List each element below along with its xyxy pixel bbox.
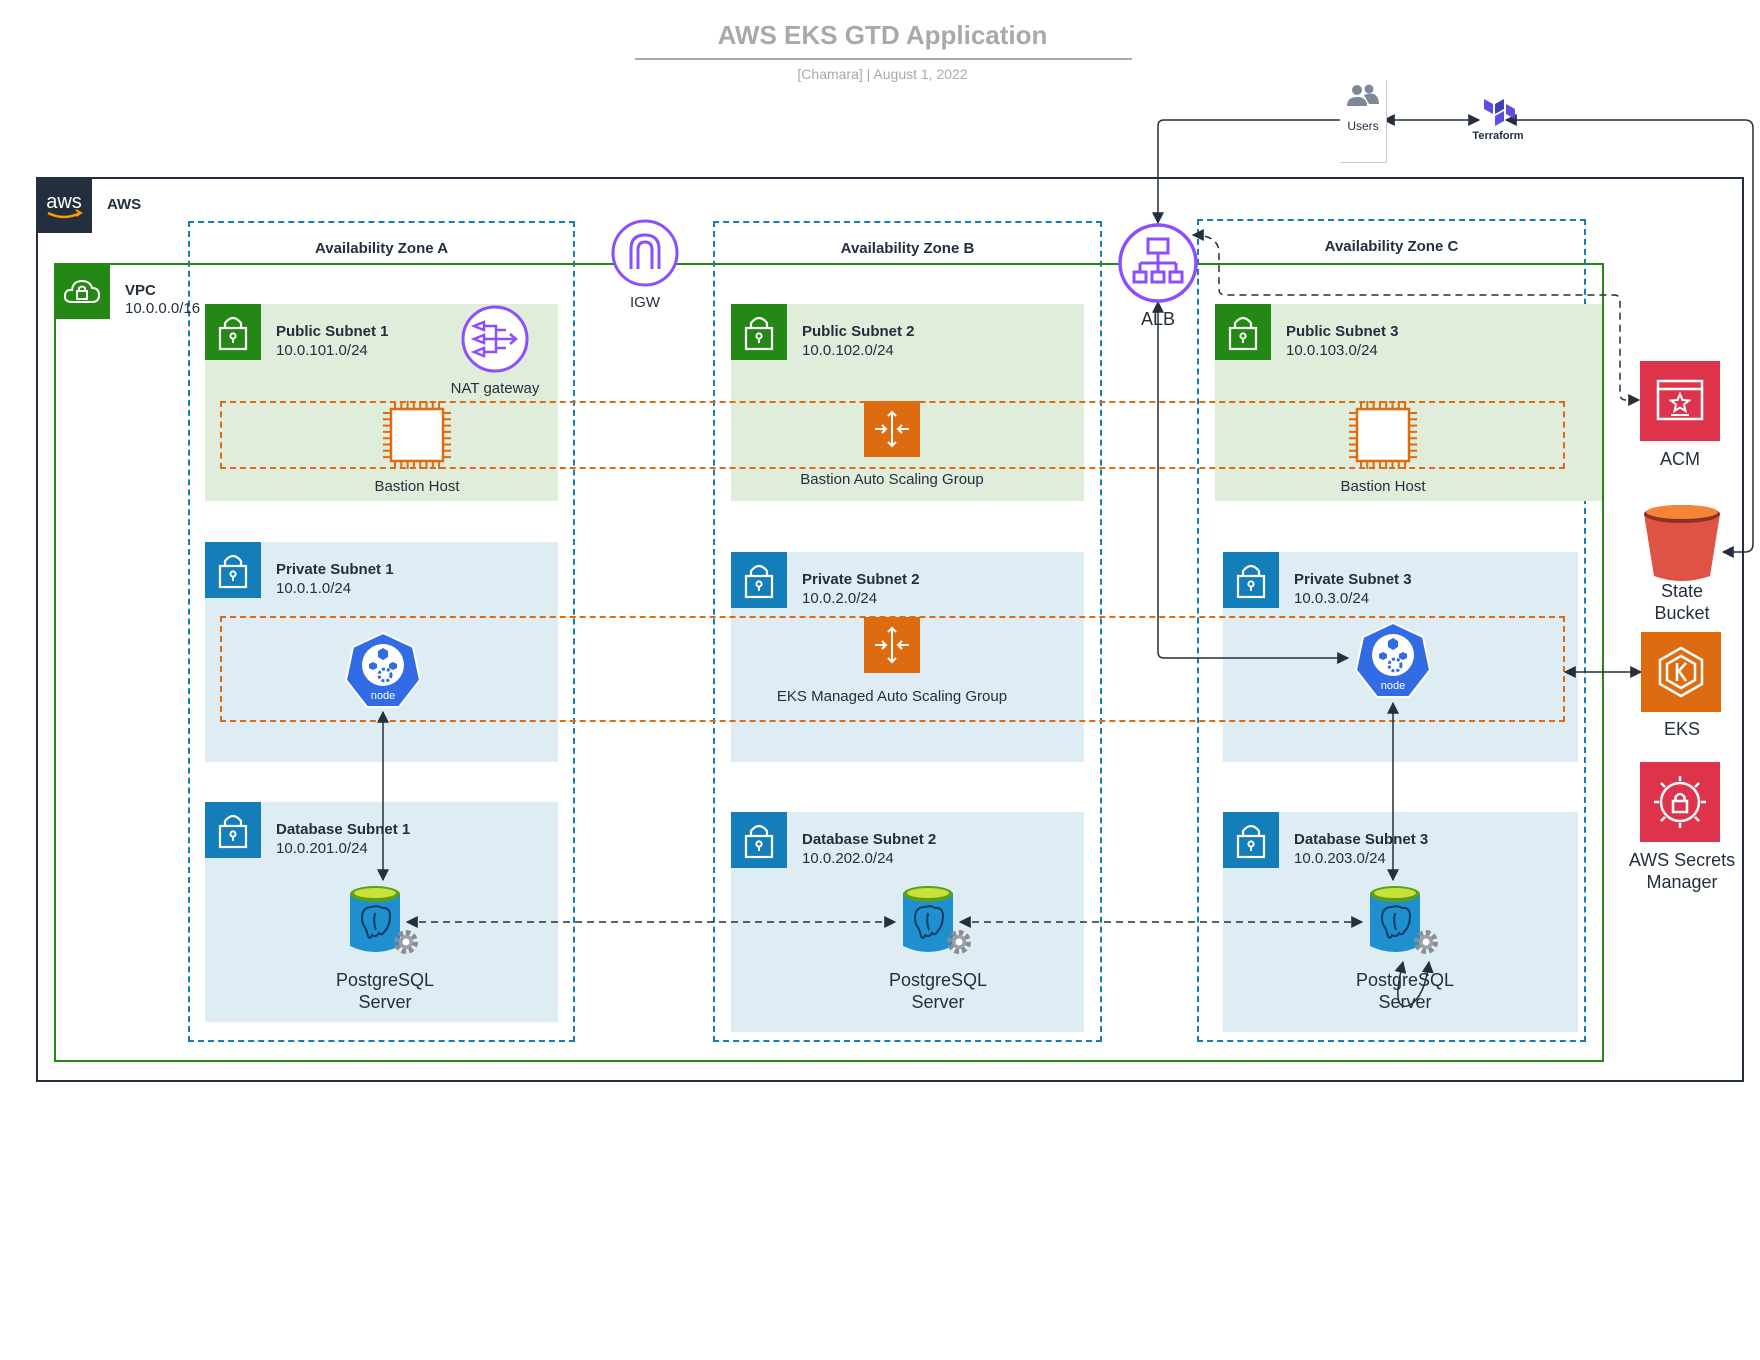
postgresql-server-c-label: PostgreSQL Server — [1335, 969, 1475, 1013]
eks-icon[interactable] — [1641, 632, 1721, 712]
bastion-asg-icon[interactable] — [864, 401, 920, 457]
private-subnet-2-lock-icon — [731, 552, 787, 608]
users-icon — [1347, 84, 1379, 106]
private-subnet-2-name: Private Subnet 2 — [802, 571, 920, 588]
database-subnet-2-lock-icon — [731, 812, 787, 868]
terraform-node[interactable]: Terraform — [1470, 96, 1526, 146]
database-subnet-2-cidr: 10.0.202.0/24 — [802, 850, 894, 867]
availability-zone-b — [713, 221, 1102, 1042]
eks-asg-label: EKS Managed Auto Scaling Group — [776, 688, 1008, 705]
availability-zone-a — [188, 221, 575, 1042]
nat-gateway-label: NAT gateway — [450, 380, 540, 397]
svg-text:aws: aws — [46, 191, 82, 213]
alb-label: ALB — [1140, 309, 1176, 329]
state-bucket-icon[interactable] — [1640, 500, 1724, 582]
postgresql-server-a-icon[interactable] — [342, 880, 428, 966]
database-subnet-1-name: Database Subnet 1 — [276, 821, 411, 838]
private-subnet-1-name: Private Subnet 1 — [276, 561, 394, 578]
state-bucket-line-2: Bucket — [1654, 603, 1710, 623]
postgresql-a-line-1: PostgreSQL — [335, 970, 435, 990]
svg-text:node: node — [1381, 680, 1405, 692]
alb-node-link — [1152, 300, 1350, 664]
aws-group-label: AWS — [107, 196, 142, 213]
private-subnet-1-cidr: 10.0.1.0/24 — [276, 580, 352, 597]
internet-gateway-icon[interactable] — [611, 219, 679, 287]
eks-label: EKS — [1663, 719, 1701, 739]
bastion-host-a-icon[interactable] — [381, 399, 453, 471]
database-subnet-2-name: Database Subnet 2 — [802, 831, 937, 848]
diagram-subtitle: [Chamara] | August 1, 2022 — [797, 66, 968, 82]
acm-icon[interactable] — [1640, 361, 1720, 441]
vpc-group — [54, 263, 1604, 1062]
database-subnet-1-lock-icon — [205, 802, 261, 858]
users-node[interactable]: Users — [1340, 80, 1387, 163]
terraform-state-bucket-link — [1504, 114, 1754, 558]
vpc-icon — [54, 263, 110, 319]
public-subnet-2-cidr: 10.0.102.0/24 — [802, 342, 894, 359]
eks-asg-icon[interactable] — [864, 617, 920, 673]
postgresql-server-b-label: PostgreSQL Server — [868, 969, 1008, 1013]
public-subnet-2-name: Public Subnet 2 — [802, 323, 915, 340]
postgresql-b-line-2: Server — [911, 992, 965, 1012]
private-subnet-2-cidr: 10.0.2.0/24 — [802, 590, 878, 607]
bastion-asg-label: Bastion Auto Scaling Group — [800, 471, 984, 488]
secrets-manager-icon[interactable] — [1640, 762, 1720, 842]
public-subnet-1-name: Public Subnet 1 — [276, 323, 389, 340]
nat-gateway-icon[interactable] — [460, 304, 530, 374]
vpc-label: VPC — [125, 282, 156, 299]
postgresql-c-line-1: PostgreSQL — [1355, 970, 1455, 990]
users-label: Users — [1347, 119, 1379, 133]
database-subnet-1-cidr: 10.0.201.0/24 — [276, 840, 368, 857]
title-divider — [635, 58, 1132, 60]
users-alb-link — [1152, 119, 1340, 225]
kubernetes-node-c-icon[interactable]: node — [1352, 620, 1434, 702]
kubernetes-node-a-icon[interactable]: node — [342, 630, 424, 712]
igw-label: IGW — [630, 294, 660, 311]
diagram-title: AWS EKS GTD Application — [717, 20, 1048, 50]
postgresql-server-c-icon[interactable] — [1362, 880, 1448, 966]
public-subnet-1-lock-icon — [205, 304, 261, 360]
aws-cloud-group — [36, 177, 1744, 1082]
database-subnet-3-cidr: 10.0.203.0/24 — [1294, 850, 1386, 867]
postgresql-server-b-icon[interactable] — [895, 880, 981, 966]
postgresql-a-line-2: Server — [358, 992, 412, 1012]
state-bucket-label: State Bucket — [1630, 580, 1734, 624]
postgresql-b-line-1: PostgreSQL — [888, 970, 988, 990]
alb-acm-link — [1191, 229, 1641, 406]
postgresql-server-a-label: PostgreSQL Server — [315, 969, 455, 1013]
terraform-label: Terraform — [1472, 130, 1524, 142]
bastion-host-c-label: Bastion Host — [1340, 478, 1426, 495]
vpc-cidr: 10.0.0.0/16 — [125, 300, 201, 317]
svg-text:node: node — [371, 690, 395, 702]
aws-logo-icon: aws — [36, 177, 92, 233]
secrets-manager-line-1: AWS Secrets — [1628, 850, 1736, 870]
az-a-label: Availability Zone A — [314, 240, 449, 257]
secrets-manager-line-2: Manager — [1646, 872, 1718, 892]
state-bucket-line-1: State — [1660, 581, 1704, 601]
secrets-manager-label: AWS Secrets Manager — [1620, 849, 1744, 893]
public-subnet-2-lock-icon — [731, 304, 787, 360]
terraform-icon — [1484, 99, 1515, 126]
bastion-host-c-icon[interactable] — [1347, 399, 1419, 471]
public-subnet-1-cidr: 10.0.101.0/24 — [276, 342, 368, 359]
postgresql-c-line-2: Server — [1378, 992, 1432, 1012]
bastion-host-a-label: Bastion Host — [374, 478, 460, 495]
db-c-self-loop — [1394, 960, 1434, 1007]
az-b-label: Availability Zone B — [840, 240, 975, 257]
load-balancer-icon[interactable] — [1117, 222, 1199, 304]
database-subnet-3-lock-icon — [1223, 812, 1279, 868]
private-subnet-1-lock-icon — [205, 542, 261, 598]
acm-label: ACM — [1660, 449, 1700, 469]
